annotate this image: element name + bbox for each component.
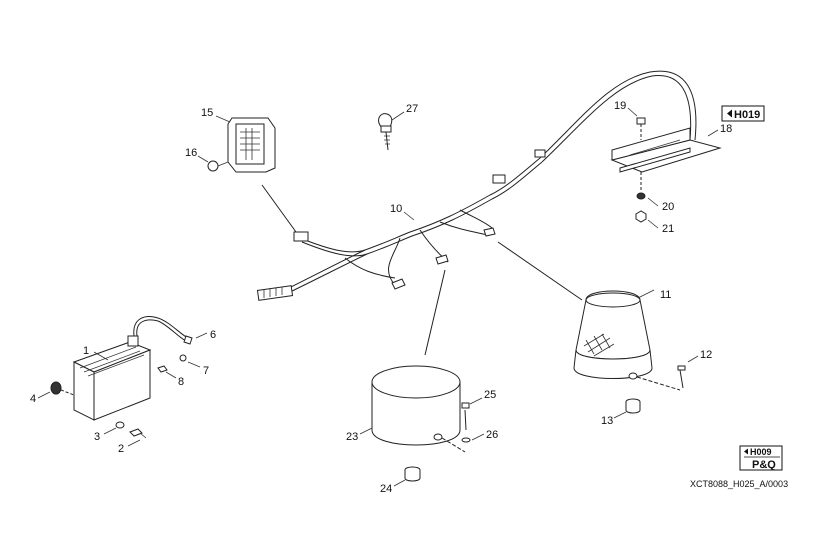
callout-12: 12 bbox=[700, 349, 712, 361]
reference-box-top: H019 bbox=[721, 105, 765, 122]
callout-6: 6 bbox=[210, 329, 216, 341]
callout-18: 18 bbox=[720, 123, 732, 135]
callout-1: 1 bbox=[83, 345, 89, 357]
reference-bottom-line1: H009 bbox=[750, 447, 772, 457]
callout-24: 24 bbox=[380, 483, 392, 495]
static-beacon bbox=[371, 365, 471, 482]
callout-8: 8 bbox=[178, 376, 184, 388]
wiring-harness bbox=[256, 70, 697, 301]
callout-23: 23 bbox=[346, 431, 358, 443]
callout-10: 10 bbox=[390, 203, 402, 215]
work-light bbox=[207, 117, 276, 173]
callout-11: 11 bbox=[660, 289, 671, 301]
figure-code: XCT8088_H025_A/0003 bbox=[690, 479, 788, 489]
reference-bottom-line2: P&Q bbox=[752, 459, 776, 471]
callout-4: 4 bbox=[30, 393, 36, 405]
controller-box bbox=[50, 316, 193, 439]
cable-clip bbox=[378, 113, 393, 151]
leader-harness-to-11 bbox=[497, 241, 583, 301]
callout-2: 2 bbox=[118, 443, 124, 455]
rotating-beacon bbox=[573, 290, 686, 414]
leader-harness-to-15 bbox=[261, 184, 297, 233]
callout-15: 15 bbox=[201, 107, 213, 119]
callout-25: 25 bbox=[484, 389, 496, 401]
reference-top-label: H019 bbox=[734, 109, 760, 121]
callout-20: 20 bbox=[662, 201, 674, 213]
callouts: 1 2 3 4 6 7 8 10 11 12 13 15 16 18 19 20 bbox=[30, 100, 732, 495]
callout-19: 19 bbox=[614, 100, 626, 112]
mounting-bracket bbox=[610, 117, 722, 223]
callout-7: 7 bbox=[203, 365, 209, 377]
reference-box-bottom: H009 P&Q bbox=[739, 445, 783, 471]
callout-26: 26 bbox=[486, 429, 498, 441]
callout-16: 16 bbox=[185, 147, 197, 159]
leader-harness-to-23 bbox=[424, 269, 446, 356]
callout-13: 13 bbox=[601, 415, 613, 427]
callout-27: 27 bbox=[406, 103, 418, 115]
callout-3: 3 bbox=[94, 431, 100, 443]
callout-21: 21 bbox=[662, 223, 674, 235]
